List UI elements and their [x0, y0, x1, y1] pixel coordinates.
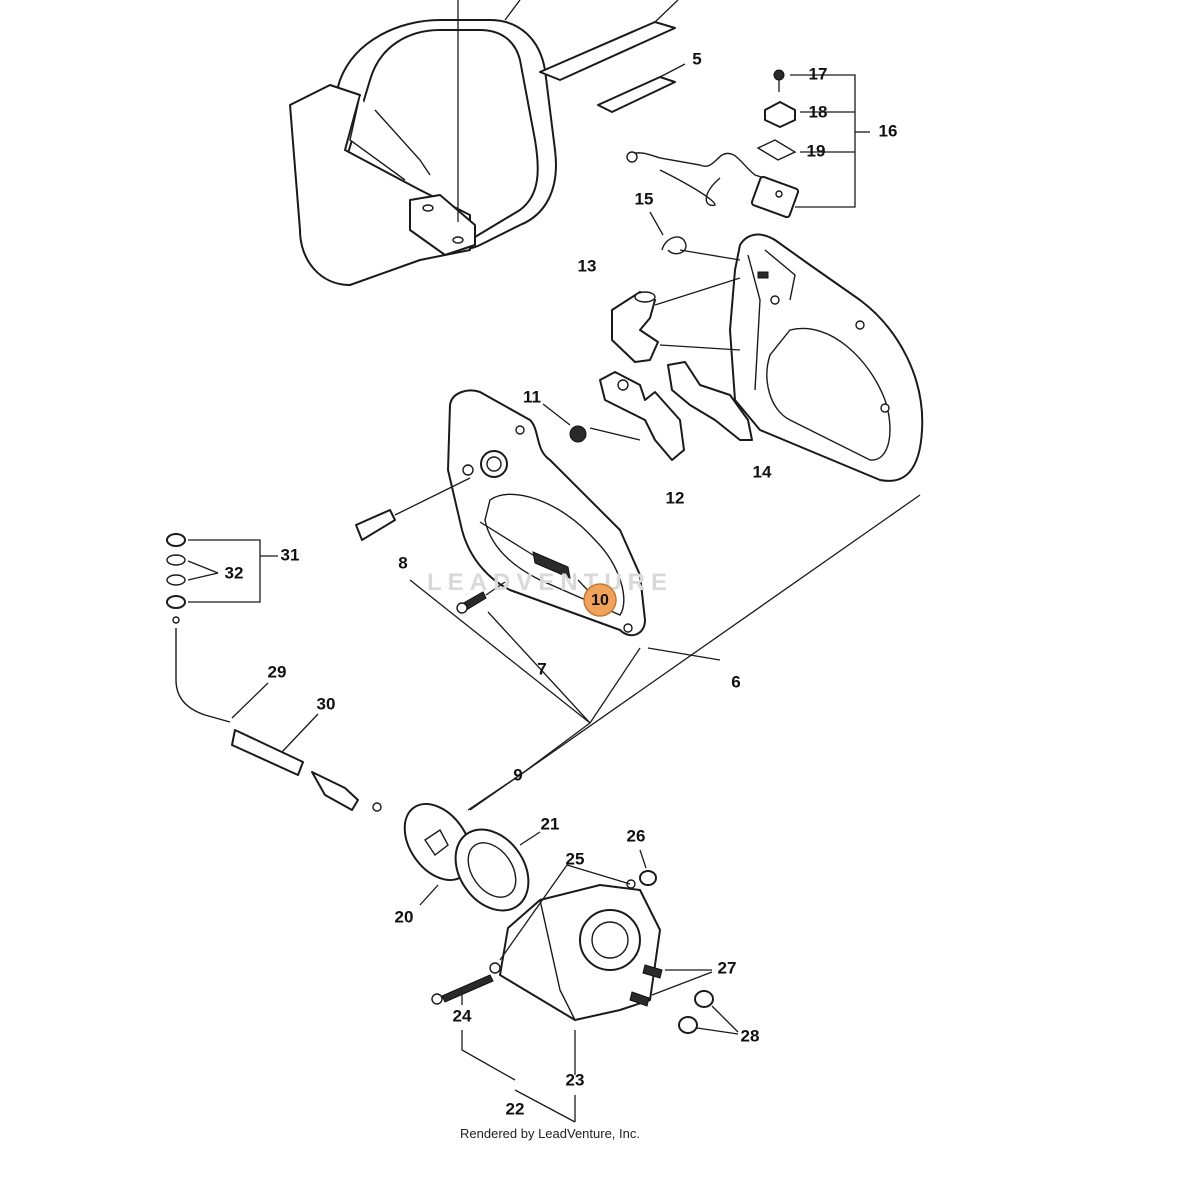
callout-32[interactable]: 32	[225, 563, 244, 582]
trigger-part-12	[599, 371, 685, 461]
leader-lines	[409, 494, 921, 811]
callout-14[interactable]: 14	[753, 462, 772, 481]
callout-21[interactable]: 21	[541, 814, 560, 833]
highlight-circle	[583, 583, 617, 617]
watermark-text: LEADVENTURE	[427, 569, 673, 596]
callout-10[interactable]: 10	[591, 592, 609, 609]
callout-17[interactable]: 17	[809, 64, 828, 83]
nut-part-26	[639, 849, 657, 886]
nut-set-part-31	[166, 533, 278, 609]
callout-6[interactable]: 6	[731, 672, 740, 691]
callout-5[interactable]: 5	[692, 49, 701, 68]
callout-30[interactable]: 30	[317, 694, 336, 713]
callout-29[interactable]: 29	[268, 662, 287, 681]
callout-31[interactable]: 31	[281, 545, 300, 564]
spring-part-11	[542, 403, 641, 443]
spring-part-15	[649, 211, 741, 261]
callout-25[interactable]: 25	[566, 849, 585, 868]
callout-19[interactable]: 19	[807, 141, 826, 160]
callout-26[interactable]: 26	[627, 826, 646, 845]
bracket-16-31	[790, 74, 870, 208]
callout-23[interactable]: 23	[566, 1070, 585, 1089]
stud-part-8	[355, 477, 471, 541]
callout-16[interactable]: 16	[879, 121, 898, 140]
spring-part-27	[629, 964, 713, 1007]
callout-18[interactable]: 18	[809, 102, 828, 121]
label-decal-part	[539, 0, 686, 113]
callout-22[interactable]: 22	[506, 1099, 525, 1118]
screw-part-24	[431, 974, 494, 1005]
sleeve-part-30	[231, 713, 382, 812]
rear-handle-housing-part	[729, 233, 924, 482]
washer-part-25	[489, 864, 636, 974]
callout-15[interactable]: 15	[635, 189, 654, 208]
seal-part-21	[454, 828, 541, 912]
callout-8[interactable]: 8	[398, 553, 407, 572]
sprocket-cover-part-23	[499, 884, 661, 1021]
trigger-part-14	[667, 361, 753, 441]
nut-part-18	[764, 101, 796, 128]
callout-11[interactable]: 11	[523, 387, 541, 406]
front-handle-part	[289, 0, 557, 286]
screw-part-17	[773, 69, 785, 92]
callout-27[interactable]: 27	[718, 958, 737, 977]
screw-part-7	[456, 581, 506, 614]
callout-13[interactable]: 13	[578, 256, 597, 275]
callout-28[interactable]: 28	[741, 1026, 760, 1045]
callout-24[interactable]: 24	[453, 1006, 472, 1025]
callout-20[interactable]: 20	[395, 907, 414, 926]
callout-9[interactable]: 9	[513, 765, 522, 784]
callout-7[interactable]: 7	[537, 659, 546, 678]
callout-12[interactable]: 12	[666, 488, 685, 507]
lever-part-13	[611, 277, 741, 363]
side-cover-part	[447, 389, 646, 637]
plate-part-19	[756, 139, 797, 161]
cable-part-29	[172, 616, 269, 723]
switch-part-16	[626, 151, 800, 219]
credit-text: Rendered by LeadVenture, Inc.	[460, 1126, 640, 1141]
bracket-22	[461, 1030, 576, 1123]
cap-part-28	[678, 990, 739, 1035]
